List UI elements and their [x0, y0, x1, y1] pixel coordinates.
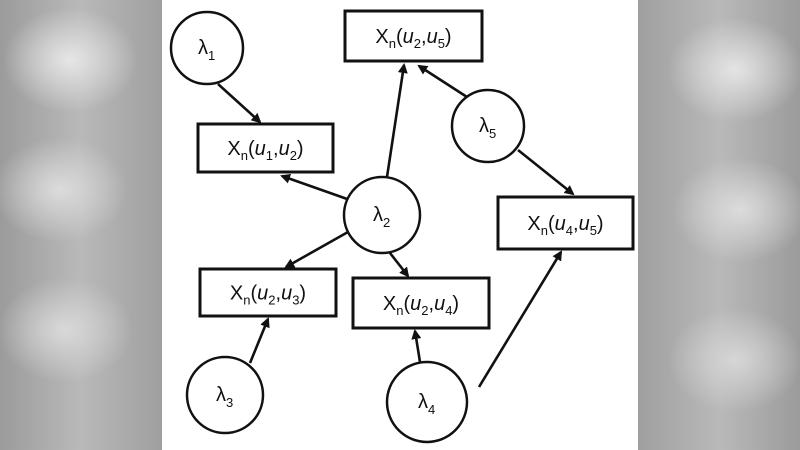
- lambda-1-label: λ1: [198, 37, 215, 63]
- node-x-u2-u5: Xn(u2,u5): [343, 9, 484, 63]
- edge-arrow-lambda-2-to-x-u2-u5: [385, 63, 408, 178]
- node-lambda-5: λ5: [450, 88, 526, 164]
- nodes-layer: λ1 λ2 λ3 λ4 λ5 Xn(u2,u5) Xn(u1,u2) Xn(u4,u5) Xn(…: [169, 9, 635, 444]
- lambda-2-circle: [342, 175, 422, 255]
- x-u2-u4-box: [351, 276, 491, 330]
- edge-arrow-lambda-2-to-x-u1-u2: [280, 173, 351, 202]
- edge-arrow-lambda-5-to-x-u4-u5: [517, 148, 575, 196]
- x-u2-u3-label: Xn(u2,u3): [230, 283, 306, 308]
- edge-arrow-lambda-2-to-x-u2-u4: [388, 252, 410, 278]
- node-x-u1-u2: Xn(u1,u2): [196, 122, 335, 174]
- lambda-5-circle: [450, 88, 526, 164]
- node-lambda-4: λ4: [385, 360, 469, 444]
- lambda-4-label: λ4: [418, 391, 435, 417]
- diagram-panel: λ1 λ2 λ3 λ4 λ5 Xn(u2,u5) Xn(u1,u2) Xn(u4,u5) Xn(…: [162, 0, 638, 450]
- diagram-canvas: λ1 λ2 λ3 λ4 λ5 Xn(u2,u5) Xn(u1,u2) Xn(u4,u5) Xn(…: [169, 9, 635, 444]
- node-x-u2-u3: Xn(u2,u3): [198, 267, 338, 318]
- lambda-5-label: λ5: [479, 115, 496, 141]
- node-x-u2-u4: Xn(u2,u4): [351, 276, 491, 330]
- x-u1-u2-label: Xn(u1,u2): [227, 138, 303, 163]
- x-u4-u5-box: [496, 195, 635, 251]
- lambda-1-circle: [169, 10, 245, 86]
- x-u1-u2-box: [196, 122, 335, 174]
- node-lambda-2: λ2: [342, 175, 422, 255]
- edge-arrow-lambda-3-to-x-u2-u3: [248, 317, 270, 364]
- x-u2-u5-label: Xn(u2,u5): [375, 26, 451, 51]
- node-lambda-1: λ1: [169, 10, 245, 86]
- edge-arrow-lambda-5-to-x-u2-u5: [417, 64, 468, 99]
- edge-arrow-lambda-4-to-x-u4-u5: [477, 250, 563, 388]
- x-u2-u3-box: [198, 267, 338, 318]
- x-u2-u4-label: Xn(u2,u4): [383, 293, 459, 318]
- edges-layer: [217, 63, 575, 388]
- x-u2-u5-box: [343, 9, 484, 63]
- edge-arrow-lambda-4-to-x-u2-u4: [411, 329, 422, 363]
- lambda-3-circle: [185, 355, 265, 435]
- lambda-2-label: λ2: [373, 204, 390, 230]
- node-x-u4-u5: Xn(u4,u5): [496, 195, 635, 251]
- lambda-4-circle: [385, 360, 469, 444]
- lambda-3-label: λ3: [216, 384, 233, 410]
- edge-arrow-lambda-2-to-x-u2-u3: [284, 230, 349, 269]
- edge-arrow-lambda-1-to-x-u1-u2: [217, 83, 262, 124]
- node-lambda-3: λ3: [185, 355, 265, 435]
- x-u4-u5-label: Xn(u4,u5): [527, 213, 603, 238]
